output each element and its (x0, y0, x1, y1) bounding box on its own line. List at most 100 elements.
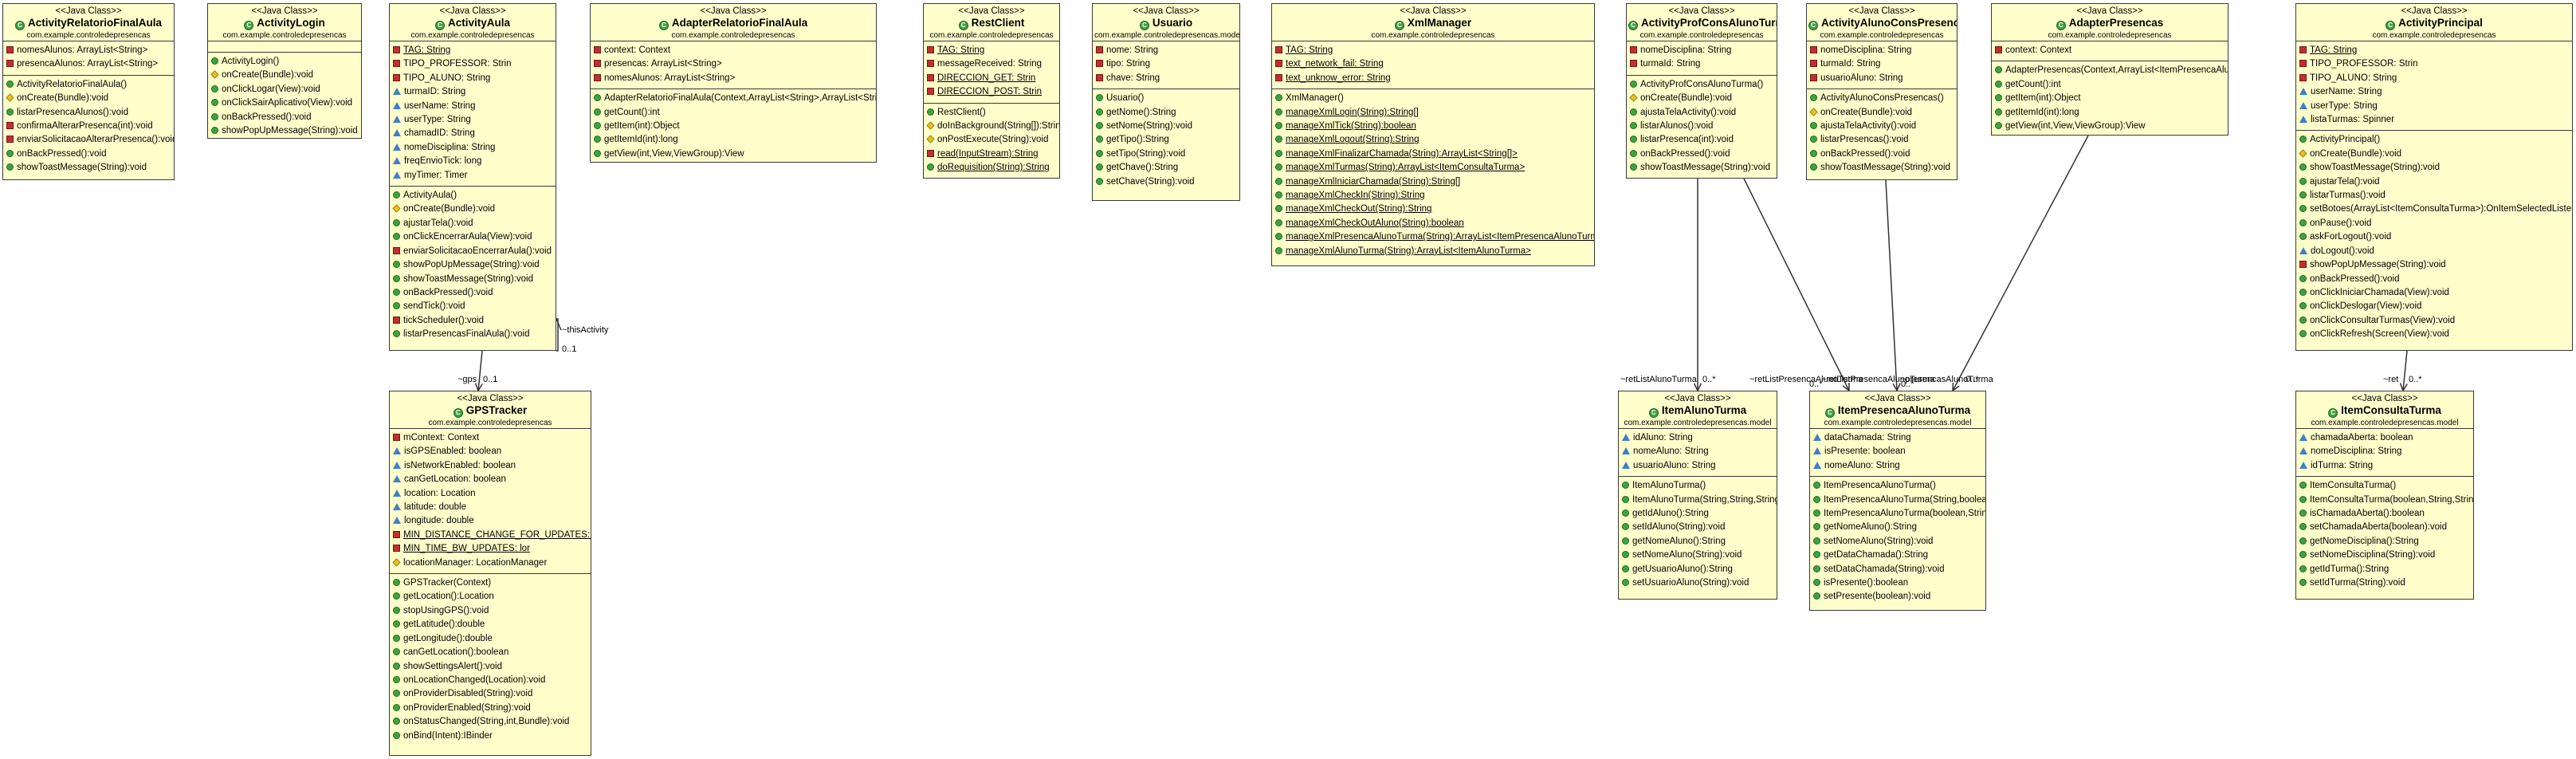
class-stereotype: <<Java Class>> (55, 6, 122, 16)
class-operations: ItemAlunoTurma()ItemAlunoTurma(String,St… (1619, 477, 1777, 593)
operation-row: onClickLogar(View):void (208, 83, 361, 96)
public-visibility-icon (1275, 108, 1282, 116)
class-icon: C (244, 21, 254, 30)
private-visibility-icon (6, 46, 14, 53)
operation-row: ajustaTelaActivity():void (1807, 120, 1957, 133)
public-visibility-icon (2299, 564, 2307, 572)
operation-row: getNomeAluno():String (1810, 521, 1985, 534)
attribute-row: mContext: Context (390, 431, 591, 445)
operation-text: ajustaTelaActivity():void (1820, 121, 1917, 132)
public-visibility-icon (1096, 163, 1103, 171)
operation-text: setNomeAluno(String):void (1632, 550, 1742, 560)
public-visibility-icon (393, 191, 400, 199)
attribute-row: nomeDisciplina: String (1807, 44, 1957, 57)
attribute-text: userName: String (2311, 87, 2382, 97)
operation-text: manageXmlCheckOut(String):String (1286, 204, 1432, 214)
attribute-row: nomeDisciplina: String (2296, 445, 2473, 458)
operation-text: getItemId(int):long (2005, 107, 2079, 117)
class-name-text: XmlManager (1407, 17, 1472, 29)
operation-row: onCreate(Bundle):void (390, 203, 556, 216)
class-package: com.example.controledepresencas (428, 419, 552, 427)
public-visibility-icon (2299, 551, 2307, 559)
public-visibility-icon (1096, 177, 1103, 185)
association-line (1952, 135, 2089, 391)
class-icon: C (1139, 21, 1149, 30)
private-visibility-icon (1810, 60, 1817, 68)
operation-text: setChave(String):void (1106, 176, 1195, 187)
attribute-text: latitude: double (404, 502, 467, 513)
operation-text: getIdTurma():String (2310, 564, 2389, 574)
operation-text: read(InputStream):String (937, 148, 1039, 159)
protected-visibility-icon (926, 135, 935, 144)
class-package: com.example.controledepresencas (2372, 31, 2496, 40)
operation-text: getDataChamada():String (1824, 550, 1929, 560)
operation-text: getCount():int (2005, 79, 2061, 89)
operation-text: ItemPresencaAlunoTurma() (1824, 481, 1936, 491)
operation-text: doRequisition(String):String (937, 163, 1050, 173)
association-multiplicity-label: 0..* (1901, 380, 1914, 389)
class-stereotype: <<Java Class>> (251, 6, 318, 16)
private-visibility-icon (393, 530, 400, 538)
operation-row: onClickConsultarTurmas(View):void (2296, 314, 2572, 328)
attribute-text: chamadID: String (404, 128, 475, 139)
operation-row: AdapterPresencas(Context,ArrayList<ItemP… (1992, 64, 2228, 77)
operation-row: setNomeAluno(String):void (1810, 535, 1985, 549)
operation-row: canGetLocation():boolean (390, 646, 591, 659)
public-visibility-icon (1813, 564, 1820, 572)
public-visibility-icon (1810, 136, 1817, 144)
operation-row: ItemAlunoTurma() (1619, 479, 1777, 493)
association-role-label: ~thisActivity (562, 325, 609, 335)
public-visibility-icon (393, 662, 400, 670)
private-visibility-icon (6, 136, 14, 144)
public-visibility-icon (1275, 205, 1282, 213)
attribute-row: TAG: String (1272, 44, 1594, 57)
protected-visibility-icon (2299, 149, 2307, 158)
operation-row: onBackPressed():void (208, 111, 361, 124)
class-icon: C (1394, 21, 1404, 30)
operation-row: enviarSolicitacaoEncerrarAula():void (390, 245, 556, 258)
attribute-text: nomesAlunos: ArrayList<String> (17, 45, 148, 55)
operation-text: showPopUpMessage(String):void (2310, 260, 2446, 270)
operation-row: onPause():void (2296, 217, 2572, 230)
class-stereotype: <<Java Class>> (1668, 6, 1735, 16)
package-visibility-icon (2299, 88, 2307, 96)
public-visibility-icon (1810, 149, 1817, 157)
operation-row: ActivityProfConsAlunoTurma() (1627, 78, 1777, 92)
operation-text: setNomeDisciplina(String):void (2310, 550, 2436, 560)
class-name-text: ActivityLogin (257, 17, 325, 29)
attribute-row: nomeAluno: String (1619, 445, 1777, 458)
attribute-text: TIPO_PROFESSOR: Strin (403, 59, 512, 69)
attribute-text: isPresente: boolean (1824, 446, 1906, 457)
class-icon: C (958, 21, 968, 30)
attribute-row: TAG: String (924, 44, 1059, 57)
attribute-text: nomeAluno: String (1824, 460, 1900, 470)
attribute-row: longitude: double (390, 514, 591, 528)
operation-row: onStatusChanged(String,int,Bundle):void (390, 715, 591, 729)
operation-row: AdapterRelatorioFinalAula(Context,ArrayL… (591, 92, 876, 105)
operation-text: showToastMessage(String):void (403, 273, 533, 284)
operation-row: setNome(String):void (1093, 120, 1239, 133)
association-arrowhead (2399, 383, 2408, 392)
public-visibility-icon (1810, 94, 1817, 102)
attribute-row: myTimer: Timer (390, 169, 556, 183)
